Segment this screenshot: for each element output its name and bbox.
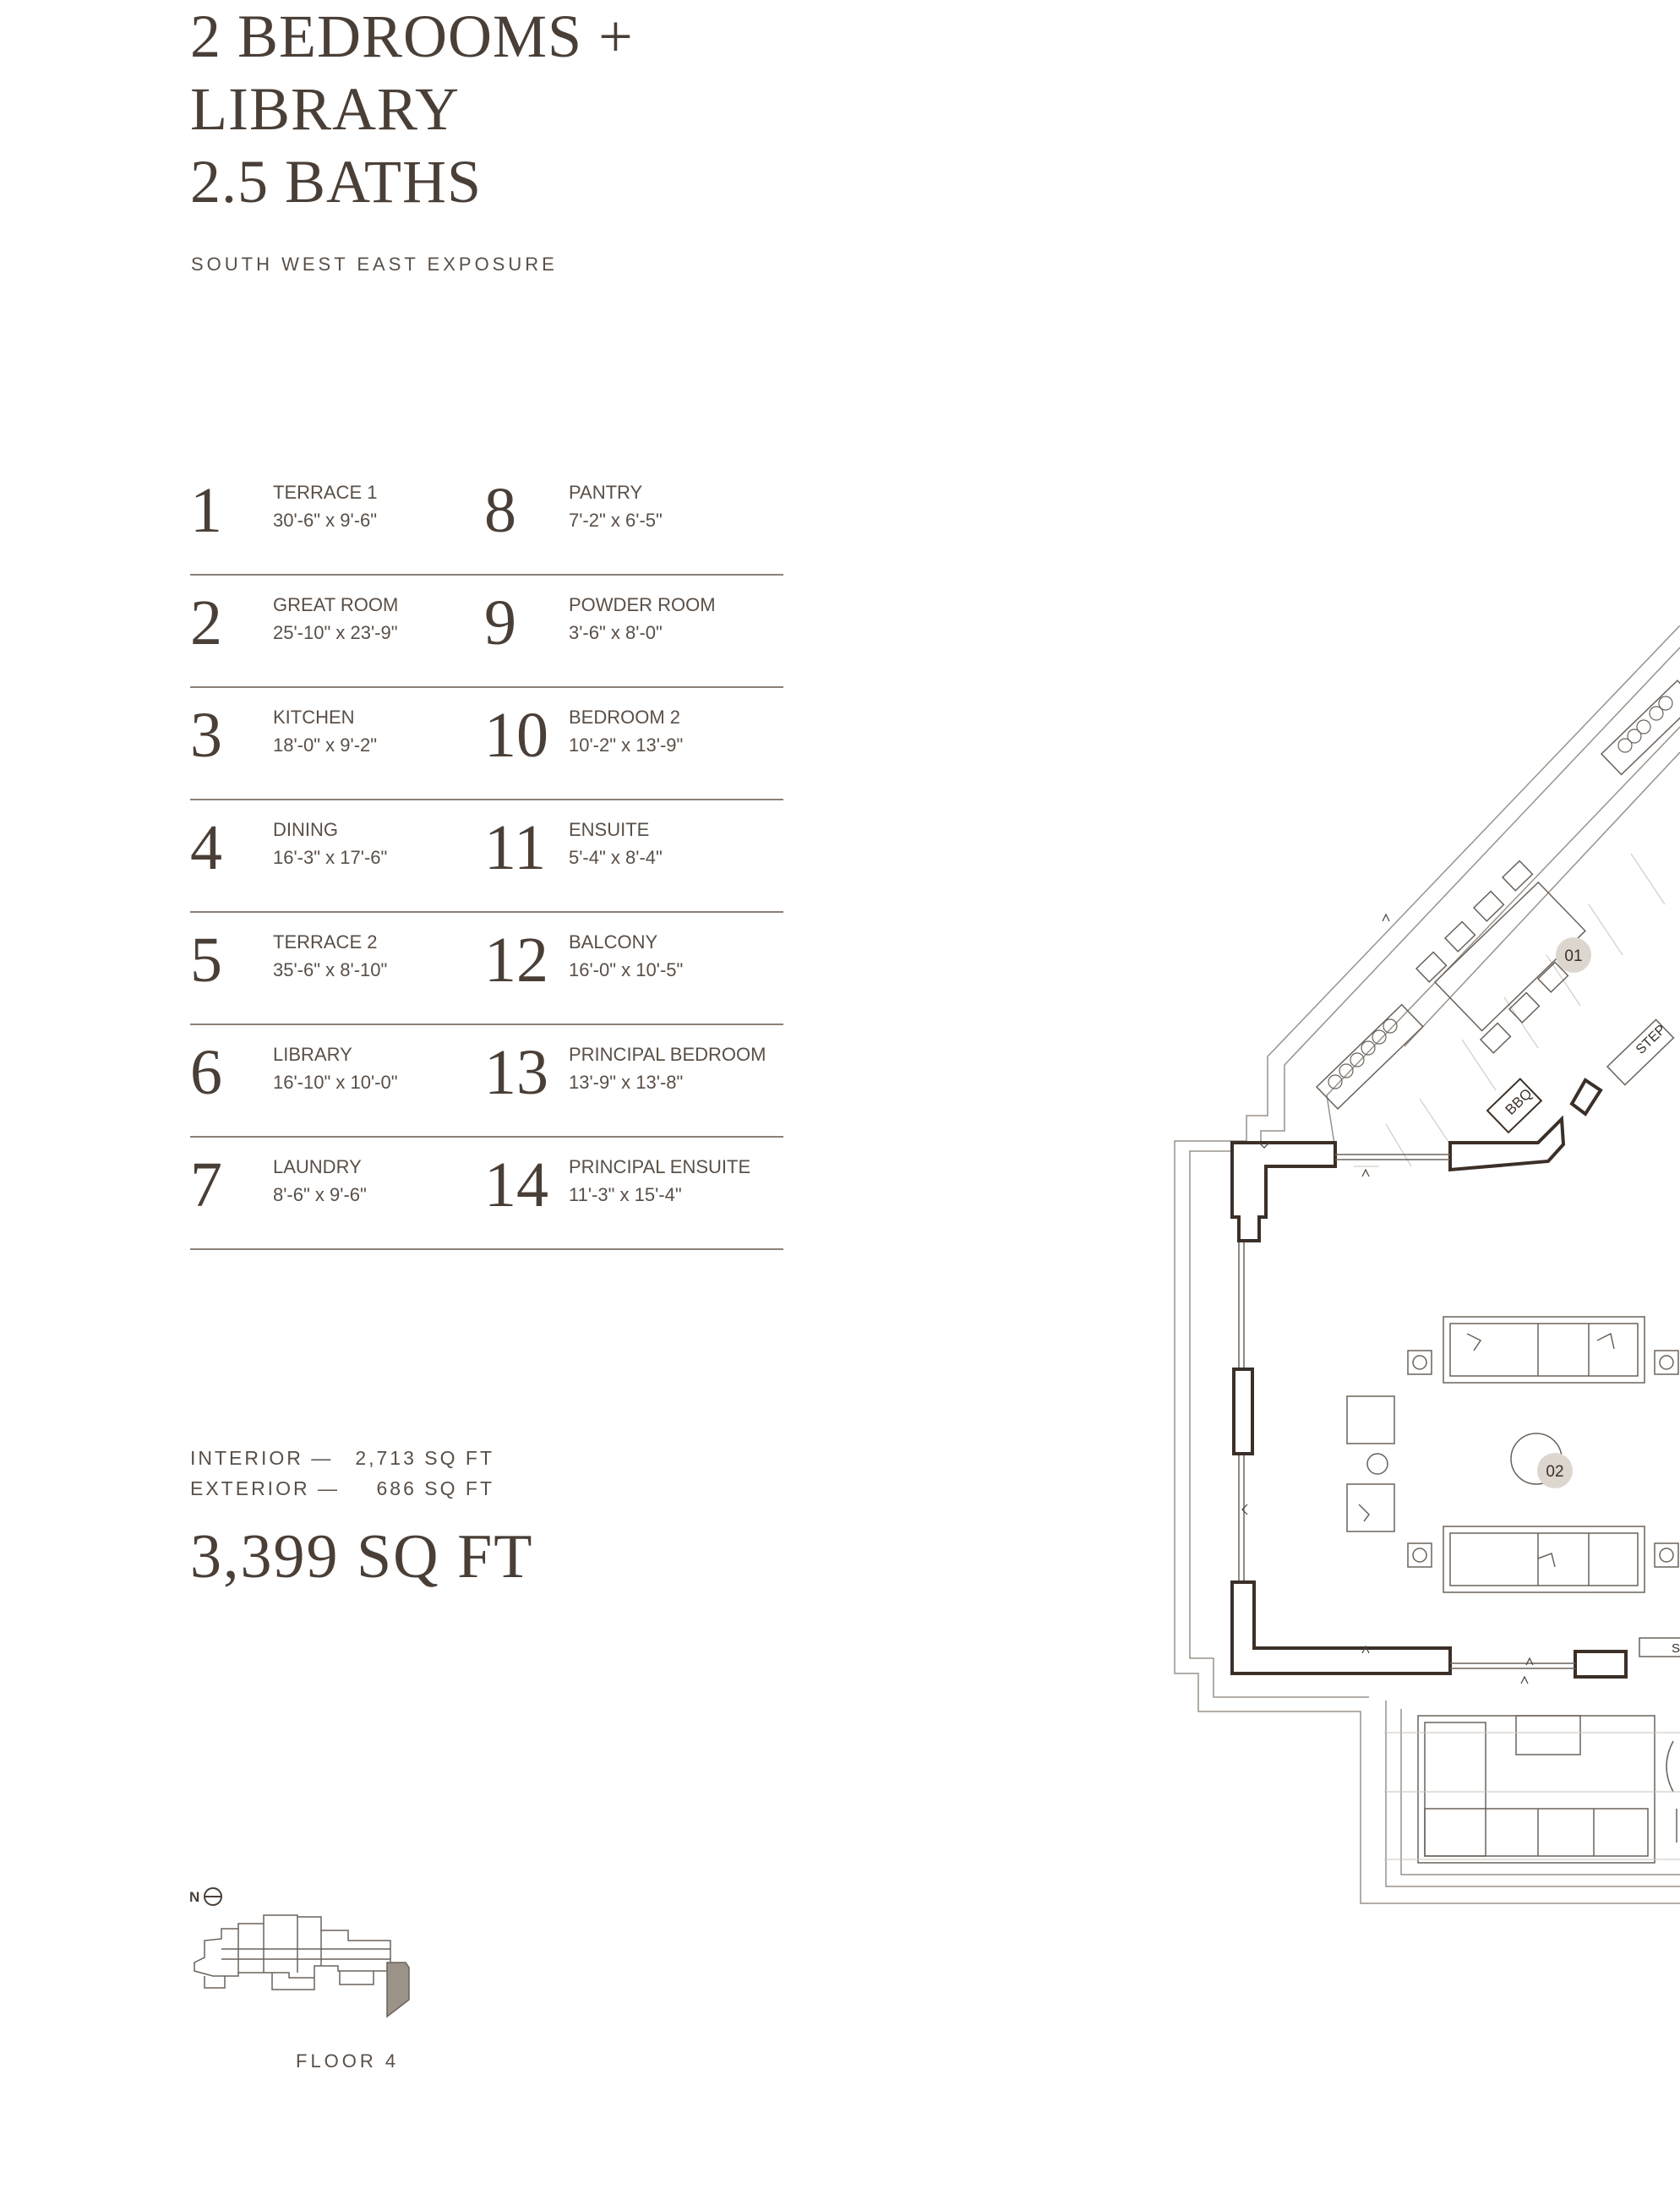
exterior-area-row: EXTERIOR — 686 SQ FT xyxy=(190,1477,494,1508)
bbq-grill: BBQ xyxy=(1486,1078,1543,1134)
title-line-2: LIBRARY xyxy=(190,75,461,143)
room-label-02: 02 xyxy=(1537,1453,1573,1488)
room-number: 6 xyxy=(190,1037,222,1108)
room-dimensions: 13'-9" x 13'-8" xyxy=(569,1072,684,1093)
room-number: 10 xyxy=(484,700,548,771)
room-number: 1 xyxy=(190,475,222,546)
step: STEP xyxy=(1606,1018,1675,1086)
label-circle xyxy=(1537,1453,1573,1488)
room-name: ENSUITE xyxy=(569,819,650,840)
interior-label: INTERIOR — xyxy=(190,1447,334,1469)
room-dimensions: 18'-0" x 9'-2" xyxy=(273,734,378,756)
room-number: 13 xyxy=(484,1037,548,1108)
room-name: PRINCIPAL ENSUITE xyxy=(569,1156,751,1177)
room-name: PANTRY xyxy=(569,482,643,503)
room-schedule: 1 TERRACE 1 30'-6" x 9'-6" 8 PANTRY 7'-2… xyxy=(190,463,783,1250)
terrace-2-step: S xyxy=(1639,1637,1680,1657)
room-number: 3 xyxy=(190,700,222,771)
room-name: TERRACE 1 xyxy=(273,482,378,503)
title-line-1: 2 BEDROOMS + xyxy=(190,3,634,70)
unit-title: 2 BEDROOMS + LIBRARY 2.5 BATHS xyxy=(190,0,634,218)
room-number: 9 xyxy=(484,587,516,658)
room-name: DINING xyxy=(273,819,338,840)
room-name: GREAT ROOM xyxy=(273,594,399,615)
room-number: 8 xyxy=(484,475,516,546)
interior-area-row: INTERIOR — 2,713 SQ FT xyxy=(190,1447,494,1477)
room-dimensions: 30'-6" x 9'-6" xyxy=(273,510,378,531)
room-row: 7 LAUNDRY 8'-6" x 9'-6" 14 PRINCIPAL ENS… xyxy=(190,1138,783,1250)
key-plan-unit-highlight xyxy=(386,1962,410,2018)
room-label-01: 01 xyxy=(1556,937,1591,973)
room-row: 6 LIBRARY 16'-10" x 10'-0" 13 PRINCIPAL … xyxy=(190,1025,783,1138)
room-row: 4 DINING 16'-3" x 17'-6" 11 ENSUITE 5'-4… xyxy=(190,800,783,913)
room-number: 14 xyxy=(484,1149,548,1220)
terrace-2-furniture xyxy=(1417,1715,1677,1864)
room-dimensions: 8'-6" x 9'-6" xyxy=(273,1184,367,1205)
label-02-text: 02 xyxy=(1546,1463,1563,1481)
terrace-outline xyxy=(1174,625,1680,1904)
room-dimensions: 5'-4" x 8'-4" xyxy=(569,847,663,868)
room-number: 11 xyxy=(484,812,547,883)
floor-plan-drawing: BBQ STEP 01 xyxy=(1174,625,1680,1904)
terrace-2-paving xyxy=(1384,1732,1680,1860)
room-dimensions: 7'-2" x 6'-5" xyxy=(569,510,663,531)
great-room-furniture xyxy=(1346,1316,1679,1593)
room-name: POWDER ROOM xyxy=(569,594,716,615)
room-number: 4 xyxy=(190,812,222,883)
room-row: 2 GREAT ROOM 25'-10" x 23'-9" 9 POWDER R… xyxy=(190,576,783,688)
planter-upper xyxy=(1600,680,1680,776)
room-row: 1 TERRACE 1 30'-6" x 9'-6" 8 PANTRY 7'-2… xyxy=(190,463,783,576)
room-dimensions: 16'-3" x 17'-6" xyxy=(273,847,388,868)
side-table xyxy=(1515,1715,1581,1755)
room-name: PRINCIPAL BEDROOM xyxy=(569,1044,766,1065)
armchair-upper xyxy=(1346,1395,1395,1444)
room-dimensions: 11'-3" x 15'-4" xyxy=(569,1184,682,1205)
room-name: BEDROOM 2 xyxy=(569,707,681,728)
total-area: 3,399 SQ FT xyxy=(190,1522,534,1591)
exterior-label: EXTERIOR — xyxy=(190,1477,340,1499)
room-row: 5 TERRACE 2 35'-6" x 8'-10" 12 BALCONY 1… xyxy=(190,913,783,1025)
interior-value: 2,713 SQ FT xyxy=(355,1447,494,1469)
terrace-1-paving xyxy=(1354,853,1666,1167)
planter-lower xyxy=(1315,1003,1424,1110)
north-label: N xyxy=(189,1889,199,1905)
label-01-text: 01 xyxy=(1564,947,1582,965)
sofa-upper xyxy=(1443,1316,1645,1384)
room-row: 3 KITCHEN 18'-0" x 9'-2" 10 BEDROOM 2 10… xyxy=(190,688,783,800)
key-plan-map: N xyxy=(189,1887,410,2018)
room-dimensions: 16'-0" x 10'-5" xyxy=(569,959,684,980)
step-s-label: S xyxy=(1672,1641,1680,1656)
title-line-3: 2.5 BATHS xyxy=(190,148,483,216)
sofa-lower xyxy=(1443,1526,1645,1593)
room-dimensions: 35'-6" x 8'-10" xyxy=(273,959,388,980)
room-name: KITCHEN xyxy=(273,707,355,728)
room-name: LIBRARY xyxy=(273,1044,352,1065)
exterior-value: 686 SQ FT xyxy=(376,1477,494,1499)
room-name: LAUNDRY xyxy=(273,1156,362,1177)
step-label: STEP xyxy=(1634,1023,1669,1057)
door-markers xyxy=(1241,913,1534,1684)
exposure-label: SOUTH WEST EAST EXPOSURE xyxy=(191,254,558,275)
room-number: 5 xyxy=(190,925,222,996)
room-number: 7 xyxy=(190,1149,222,1220)
windows xyxy=(1238,1154,1575,1669)
exterior-walls xyxy=(1230,1078,1628,1679)
room-dimensions: 3'-6" x 8'-0" xyxy=(569,622,663,643)
key-plan-building xyxy=(194,1914,391,1990)
room-name: BALCONY xyxy=(569,931,658,953)
room-number: 2 xyxy=(190,587,222,658)
room-dimensions: 25'-10" x 23'-9" xyxy=(273,622,398,643)
outdoor-dining-table xyxy=(1415,860,1586,1054)
area-summary: INTERIOR — 2,713 SQ FT EXTERIOR — 686 SQ… xyxy=(190,1447,494,1508)
room-number: 12 xyxy=(484,925,548,996)
floor-label: FLOOR 4 xyxy=(296,2050,400,2072)
label-circle xyxy=(1556,937,1591,973)
room-dimensions: 16'-10" x 10'-0" xyxy=(273,1072,398,1093)
armchair-lower xyxy=(1346,1483,1395,1532)
room-name: TERRACE 2 xyxy=(273,931,378,953)
lounge-sectional xyxy=(1417,1715,1655,1864)
room-dimensions: 10'-2" x 13'-9" xyxy=(569,734,684,756)
